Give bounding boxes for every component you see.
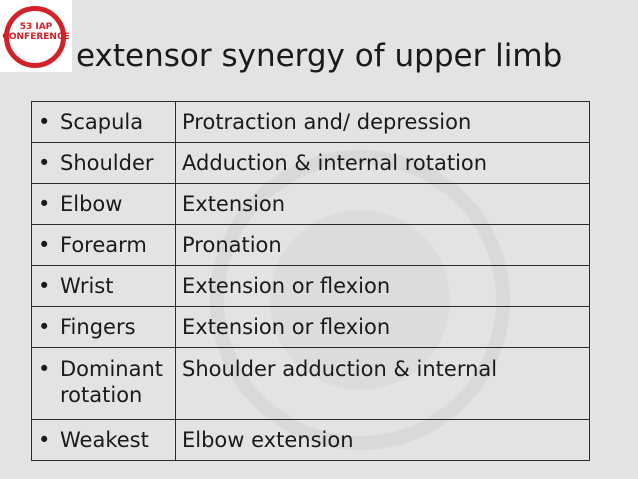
body-part-cell: • Forearm [31, 224, 176, 266]
movement-cell: Protraction and/ depression [175, 101, 590, 143]
movement: Extension or flexion [182, 315, 391, 339]
movement-cell: Shoulder adduction & internal [175, 347, 590, 420]
logo-text: 53 IAP CONFERENCE [2, 22, 70, 42]
body-part-cell: • Shoulder [31, 142, 176, 184]
bullet-icon: • [38, 192, 51, 216]
body-part: Scapula [60, 110, 144, 134]
table-row: • Weakest Elbow extension [31, 419, 590, 461]
body-part: Elbow [60, 192, 123, 216]
bullet-icon: • [38, 151, 51, 175]
body-part: Weakest [60, 428, 149, 452]
bullet-icon: • [38, 428, 51, 452]
movement: Pronation [182, 233, 282, 257]
body-part: Wrist [60, 274, 114, 298]
body-part-cell: • Wrist [31, 265, 176, 307]
body-part: Dominant [60, 357, 164, 381]
movement: Extension or flexion [182, 274, 391, 298]
conference-logo: 53 IAP CONFERENCE [0, 0, 72, 72]
body-part: Shoulder [60, 151, 154, 175]
bullet-icon: • [38, 274, 51, 298]
movement: Extension [182, 192, 286, 216]
synergy-table: • Scapula Protraction and/ depression • Sh… [31, 101, 590, 461]
movement-cell: Extension or flexion [175, 265, 590, 307]
body-part-cell: • Fingers [31, 306, 176, 348]
movement-cell: Pronation [175, 224, 590, 266]
body-part: Forearm [60, 233, 147, 257]
movement-cell: Extension [175, 183, 590, 225]
table-row: • Wrist Extension or flexion [31, 265, 590, 307]
bullet-icon: • [38, 233, 51, 257]
body-part-cell: • Scapula [31, 101, 176, 143]
table-row: • Elbow Extension [31, 183, 590, 225]
bullet-icon: • [38, 357, 51, 381]
movement: Protraction and/ depression [182, 110, 472, 134]
movement-cell: Extension or flexion [175, 306, 590, 348]
movement-cell: Elbow extension [175, 419, 590, 461]
movement: Adduction & internal rotation [182, 151, 488, 175]
bullet-icon: • [38, 110, 51, 134]
movement: Elbow extension [182, 428, 354, 452]
body-part-cell: • Weakest [31, 419, 176, 461]
movement-continuation: rotation [60, 383, 143, 407]
slide-title: extensor synergy of upper limb [76, 38, 563, 74]
movement: Shoulder adduction & internal [182, 357, 498, 381]
table-row: • Scapula Protraction and/ depression [31, 101, 590, 143]
table-row: • Forearm Pronation [31, 224, 590, 266]
logo-ring [4, 6, 66, 68]
body-part: Fingers [60, 315, 136, 339]
bullet-icon: • [38, 315, 51, 339]
movement-cell: Adduction & internal rotation [175, 142, 590, 184]
table-row: • Fingers Extension or flexion [31, 306, 590, 348]
body-part-cell: • Elbow [31, 183, 176, 225]
table-row: • Shoulder Adduction & internal rotation [31, 142, 590, 184]
